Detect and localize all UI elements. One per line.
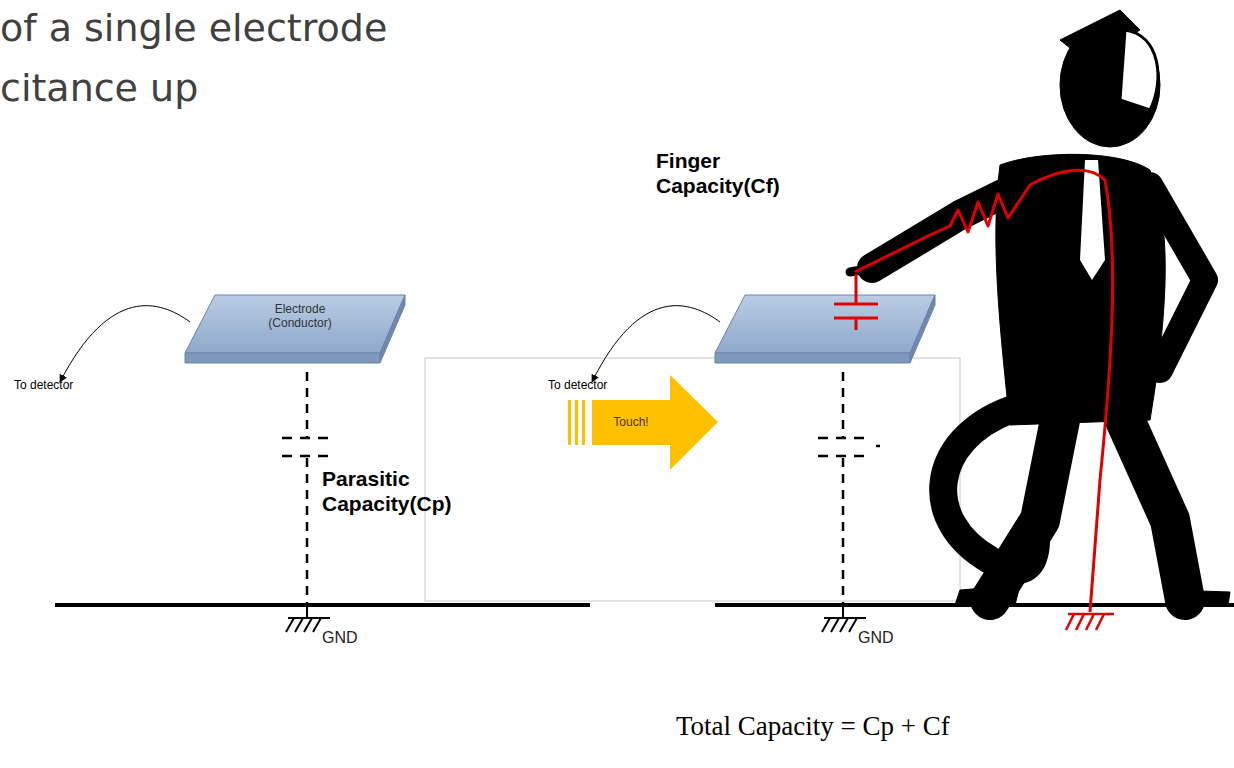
- ground-symbol: [286, 605, 330, 632]
- detector-lead: [592, 306, 720, 382]
- heading-fragment: of a single electrode: [0, 6, 387, 52]
- part-name: Parasitic Capacity(Cp): [322, 466, 482, 516]
- heading-fragment: citance up: [0, 66, 198, 112]
- body-resistance-path: [855, 170, 1113, 612]
- part-name: Finger Capacity(Cf): [656, 148, 826, 198]
- electrode-plate: [715, 295, 935, 363]
- detector-lead: [60, 306, 190, 382]
- ground-label: GND: [858, 628, 894, 647]
- parasitic-capacitor: [818, 372, 880, 604]
- formula: Total Capacity = Cp + Cf: [676, 710, 950, 742]
- signal-label: To detector: [548, 378, 607, 392]
- signal-label: To detector: [14, 378, 73, 392]
- body-ground-symbol: [1066, 614, 1114, 630]
- finger-capacitor: [834, 274, 878, 330]
- person-silhouette: [850, 10, 1230, 605]
- ground-line: [55, 603, 590, 607]
- ground-symbol: [822, 605, 866, 632]
- ground-label: GND: [322, 628, 358, 647]
- frame: [425, 358, 960, 601]
- electrode-plate: Electrode (Conductor): [185, 295, 405, 363]
- node-text: Touch!: [585, 416, 676, 430]
- node-text: Electrode (Conductor): [225, 303, 375, 331]
